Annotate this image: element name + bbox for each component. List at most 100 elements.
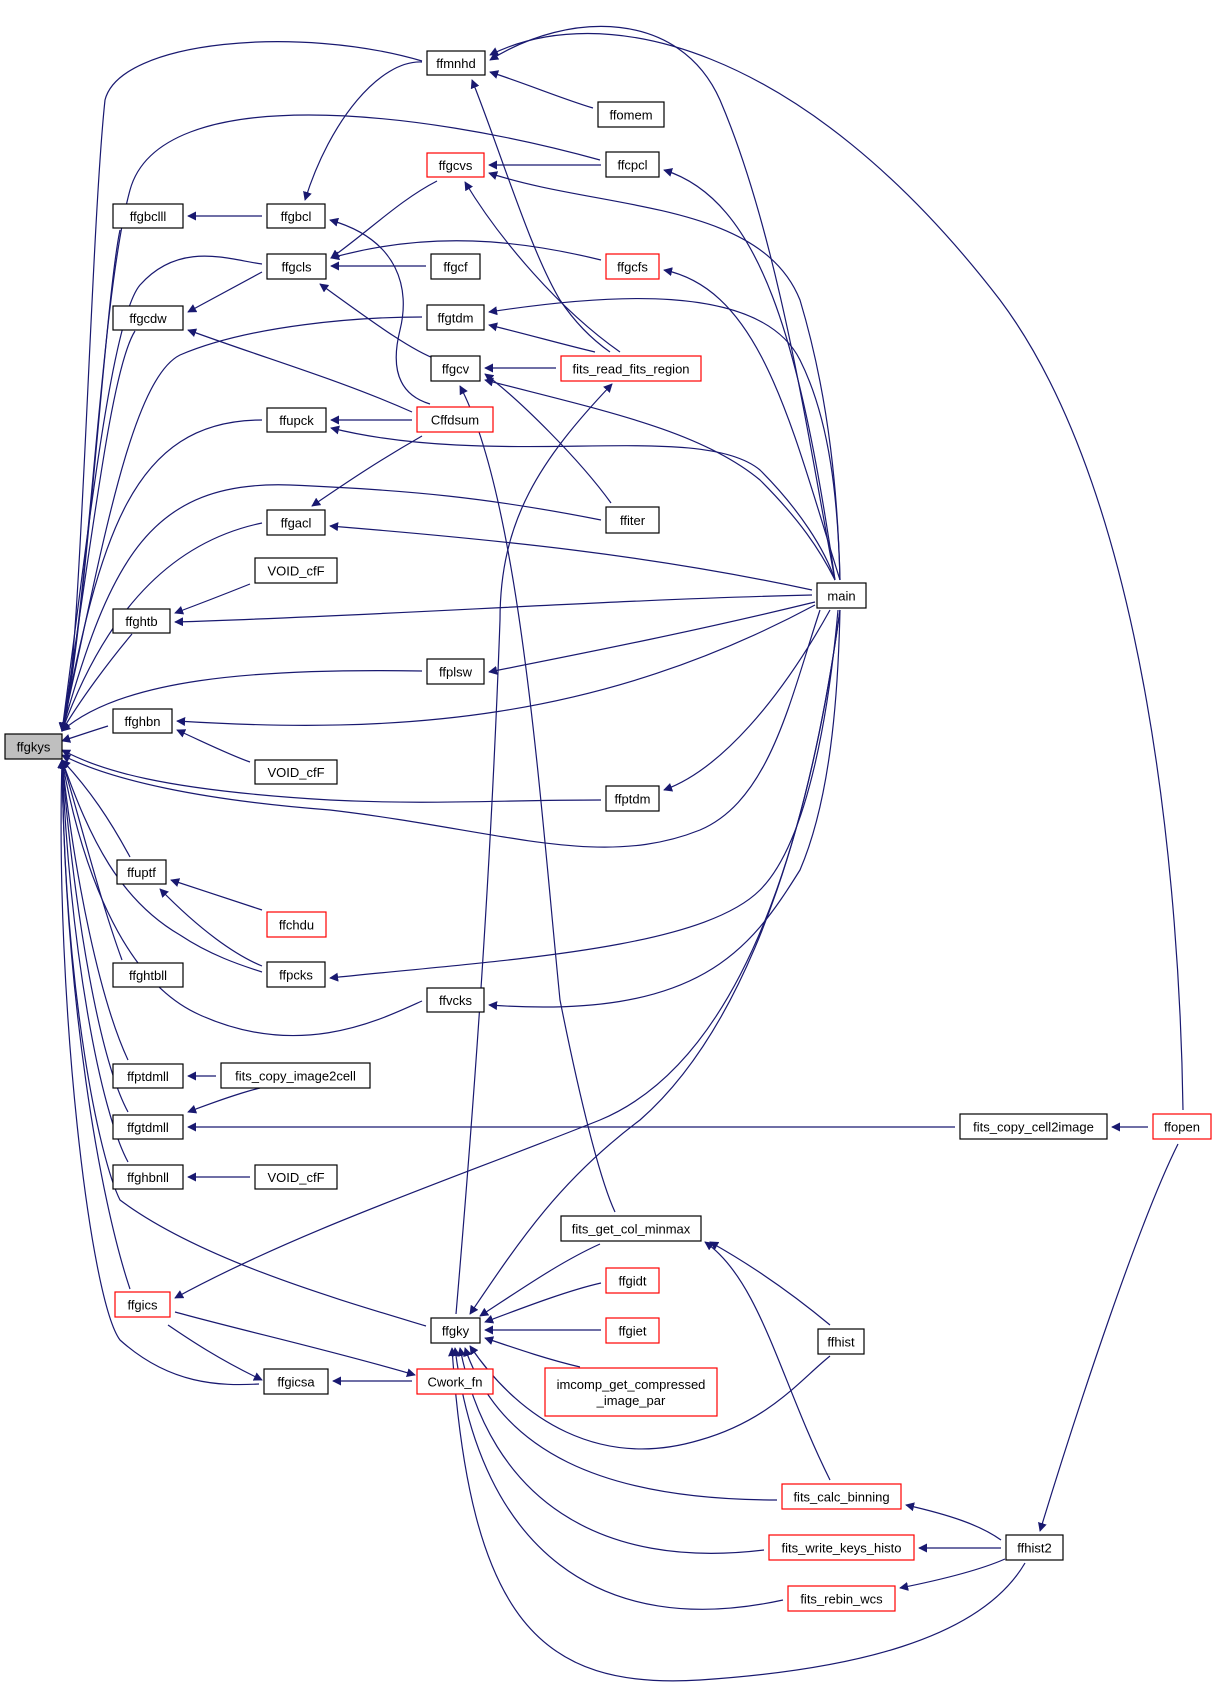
edge-ffgkys-ffgacl	[60, 522, 263, 732]
node-VOID_cfF_3[interactable]: VOID_cfF	[254, 1164, 338, 1190]
node-ffopen[interactable]: ffopen	[1152, 1113, 1212, 1140]
node-ffgkys[interactable]: ffgkys	[4, 733, 63, 760]
node-imcomp_get_compressed_image_par[interactable]: imcomp_get_compressed_image_par	[544, 1367, 718, 1417]
node-box	[416, 406, 494, 433]
node-ffgcvs[interactable]: ffgcvs	[426, 152, 485, 178]
node-ffhist[interactable]: ffhist	[817, 1328, 865, 1355]
edge-ffghtb-VOID_cfF_1	[174, 583, 251, 615]
edges	[57, 25, 1184, 1682]
node-ffplsw[interactable]: ffplsw	[426, 658, 485, 685]
node-ffmnhd[interactable]: ffmnhd	[426, 50, 486, 76]
edge-ffgkys-main	[61, 609, 821, 848]
node-box	[560, 1215, 702, 1242]
edge-ffgky-imcomp_get_compressed_image_par	[484, 1336, 581, 1368]
node-box	[263, 1368, 329, 1395]
node-box	[430, 355, 481, 382]
node-ffcpcl[interactable]: ffcpcl	[605, 151, 660, 178]
node-ffgcfs[interactable]: ffgcfs	[605, 253, 660, 280]
edge-ffgkys-ffgcdw	[58, 330, 136, 732]
node-fits_read_fits_region[interactable]: fits_read_fits_region	[560, 355, 702, 382]
node-ffptdm[interactable]: ffptdm	[605, 785, 660, 812]
node-Cwork_fn[interactable]: Cwork_fn	[416, 1368, 494, 1395]
node-ffgcdw[interactable]: ffgcdw	[112, 305, 184, 331]
edge-ffgkys-ffptdm	[61, 749, 602, 803]
node-label: ffmnhd	[436, 56, 476, 71]
node-ffgics[interactable]: ffgics	[114, 1291, 171, 1318]
node-label: ffgacl	[281, 516, 312, 531]
node-box	[605, 253, 660, 280]
node-box	[220, 1062, 371, 1089]
node-ffhist2[interactable]: ffhist2	[1005, 1534, 1064, 1561]
edge-ffgcdw-ffgcls	[187, 271, 263, 313]
node-ffpcks[interactable]: ffpcks	[266, 961, 326, 988]
node-label: ffiter	[620, 513, 646, 528]
node-ffuptf[interactable]: ffuptf	[116, 859, 167, 885]
edge-ffgky-ffhist	[469, 1345, 831, 1450]
node-box	[112, 1114, 184, 1140]
node-ffptdmll[interactable]: ffptdmll	[112, 1063, 184, 1089]
node-ffupck[interactable]: ffupck	[266, 407, 327, 433]
node-fits_rebin_wcs[interactable]: fits_rebin_wcs	[787, 1585, 896, 1612]
node-box	[597, 101, 665, 128]
edge-ffghbn-VOID_cfF_2	[176, 729, 251, 763]
node-ffghtb[interactable]: ffghtb	[112, 608, 171, 634]
node-label: VOID_cfF	[267, 765, 324, 780]
node-ffgbcl[interactable]: ffgbcl	[266, 203, 326, 229]
node-fits_get_col_minmax[interactable]: fits_get_col_minmax	[560, 1215, 702, 1242]
node-ffgacl[interactable]: ffgacl	[266, 509, 326, 536]
node-box	[266, 911, 327, 938]
edge-ffghtb-main	[174, 594, 813, 627]
node-ffghbnll[interactable]: ffghbnll	[112, 1164, 184, 1190]
edge-ffcpcl-main	[663, 168, 836, 581]
node-ffgicsa[interactable]: ffgicsa	[263, 1368, 329, 1395]
node-label: ffgcls	[281, 260, 312, 275]
node-box	[266, 253, 327, 280]
edge-ffuptf-ffchdu	[170, 878, 263, 911]
node-ffghtbll[interactable]: ffghtbll	[112, 962, 184, 988]
node-ffghbn[interactable]: ffghbn	[112, 708, 173, 734]
node-box	[1152, 1113, 1212, 1140]
node-label: ffvcks	[439, 993, 472, 1008]
node-label: ffchdu	[279, 918, 314, 933]
node-VOID_cfF_2[interactable]: VOID_cfF	[254, 759, 338, 785]
node-label: ffopen	[1164, 1120, 1200, 1135]
node-ffiter[interactable]: ffiter	[605, 506, 660, 534]
node-ffgtdmll[interactable]: ffgtdmll	[112, 1114, 184, 1140]
node-ffgiet[interactable]: ffgiet	[605, 1317, 660, 1344]
edge-ffgkys-ffptdmll	[58, 759, 129, 1061]
node-label: ffgcdw	[129, 311, 167, 326]
edge-ffgkys-ffplsw	[61, 669, 423, 732]
node-label: main	[827, 589, 855, 604]
edge-ffmnhd-ffomem	[489, 70, 594, 109]
node-box	[430, 1317, 481, 1344]
node-fits_copy_image2cell[interactable]: fits_copy_image2cell	[220, 1062, 371, 1089]
node-ffgtdm[interactable]: ffgtdm	[426, 304, 485, 331]
node-fits_calc_binning[interactable]: fits_calc_binning	[781, 1483, 902, 1510]
node-label: VOID_cfF	[267, 1170, 324, 1185]
node-ffgky[interactable]: ffgky	[430, 1317, 481, 1344]
node-ffchdu[interactable]: ffchdu	[266, 911, 327, 938]
node-ffgcf[interactable]: ffgcf	[430, 253, 481, 280]
edge-ffgkys-ffgicsa	[57, 759, 260, 1386]
node-box	[266, 203, 326, 229]
node-VOID_cfF_1[interactable]: VOID_cfF	[254, 557, 338, 584]
node-ffgidt[interactable]: ffgidt	[605, 1267, 660, 1294]
node-label: ffgkys	[17, 740, 51, 755]
node-fits_write_keys_histo[interactable]: fits_write_keys_histo	[768, 1534, 915, 1561]
node-ffgcls[interactable]: ffgcls	[266, 253, 327, 280]
node-label: ffgcvs	[439, 158, 473, 173]
node-ffomem[interactable]: ffomem	[597, 101, 665, 128]
node-label: ffgidt	[619, 1274, 647, 1289]
node-box	[266, 961, 326, 988]
node-label: ffpcks	[279, 968, 313, 983]
edge-ffgkys-ffghtbll	[60, 759, 123, 961]
node-main[interactable]: main	[816, 582, 867, 609]
edge-ffgkys-ffgky	[57, 759, 427, 1327]
node-fits_copy_cell2image[interactable]: fits_copy_cell2image	[959, 1113, 1108, 1140]
node-ffgcv[interactable]: ffgcv	[430, 355, 481, 382]
edge-fits_get_col_minmax-ffhist	[709, 1241, 831, 1326]
node-ffvcks[interactable]: ffvcks	[426, 987, 485, 1013]
node-ffgbclll[interactable]: ffgbclll	[112, 203, 184, 229]
node-Cffdsum[interactable]: Cffdsum	[416, 406, 494, 433]
